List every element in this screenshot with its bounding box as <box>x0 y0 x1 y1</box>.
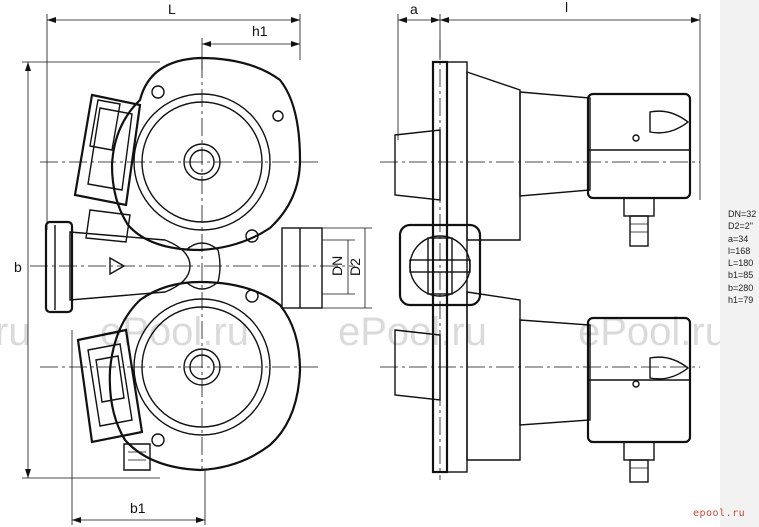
upper-pump-head <box>73 56 302 252</box>
watermark-3: ePool.ru <box>578 310 720 354</box>
label-D2: D2 <box>347 258 363 276</box>
watermark-1: ePool.ru <box>100 310 249 354</box>
spec-b1: b1=85 <box>728 270 754 281</box>
brand-logo: epool.ru <box>693 508 746 519</box>
lower-motor <box>394 291 692 483</box>
dimension-h1: h1 <box>201 23 300 70</box>
dimension-b: b <box>14 61 160 479</box>
pump-body <box>44 220 221 314</box>
label-h1: h1 <box>252 23 268 39</box>
spec-list: DN=32 D2=2" a=34 l=168 L=180 b1=85 b=280… <box>728 208 756 306</box>
label-L: L <box>168 1 176 17</box>
watermark-2: ePool.ru <box>338 310 487 354</box>
label-l: l <box>565 0 568 15</box>
spec-dn: DN=32 <box>728 209 757 219</box>
dimension-DN-D2: DN D2 <box>322 227 372 309</box>
label-b1: b1 <box>130 500 146 516</box>
spec-h1: h1=79 <box>728 295 754 306</box>
upper-motor <box>394 71 692 247</box>
front-view: L h1 b b1 <box>14 1 372 525</box>
spec-l: l=168 <box>728 245 751 256</box>
dimension-L: L <box>46 1 301 230</box>
spec-a: a=34 <box>728 233 749 244</box>
lower-pump-head <box>76 280 302 472</box>
side-view: a l <box>380 0 701 483</box>
dimension-b1: b1 <box>71 330 206 525</box>
dimension-l: l <box>440 0 701 200</box>
watermarks: ru ePool.ru ePool.ru ePool.ru <box>0 310 720 354</box>
outlet-flange <box>281 227 355 309</box>
spec-L: L=180 <box>728 258 754 269</box>
label-a: a <box>410 1 418 17</box>
side-connector <box>398 223 482 307</box>
spec-d2: D2=2" <box>728 221 753 232</box>
label-b: b <box>14 259 22 275</box>
pump-technical-drawing: L h1 b b1 <box>0 0 720 525</box>
spec-panel: DN=32 D2=2" a=34 l=168 L=180 b1=85 b=280… <box>720 0 759 527</box>
watermark-fragment: ru <box>0 310 31 354</box>
spec-b: b=280 <box>728 282 754 293</box>
label-DN: DN <box>329 256 345 276</box>
